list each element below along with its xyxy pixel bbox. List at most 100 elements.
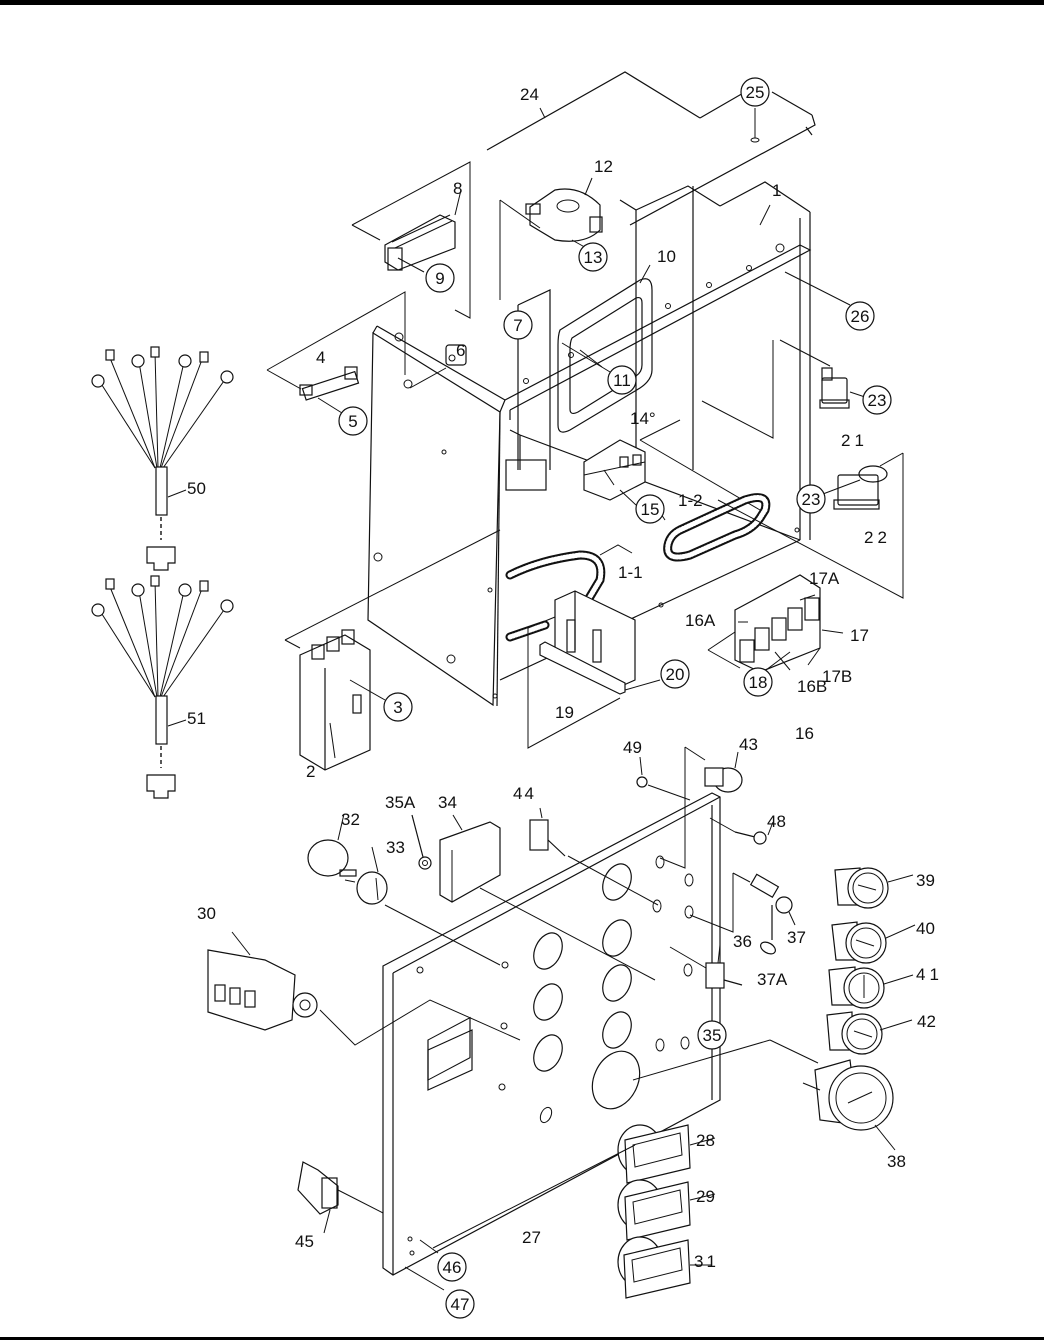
- relay-part-22: [717, 452, 904, 599]
- reactor-coil-part-12: [499, 188, 603, 300]
- callout-46: 46: [437, 1252, 467, 1282]
- wire-harness-part-50: [91, 346, 234, 571]
- lamp-holder-part-43: [659, 746, 743, 869]
- callout-7: 7: [503, 310, 533, 340]
- wire-harness-part-51: [91, 575, 234, 799]
- svg-text:35: 35: [703, 1026, 722, 1045]
- svg-text:23: 23: [868, 391, 887, 410]
- circuit-breaker-part-2: [284, 529, 501, 771]
- pilot-lamp-part-37: [689, 872, 793, 940]
- callout-23-upper: 23: [862, 385, 892, 415]
- meter-part-31: [617, 1236, 712, 1299]
- callout-39: 39: [916, 871, 935, 890]
- callout-27: 27: [522, 1228, 541, 1247]
- callout-47: 47: [445, 1289, 475, 1319]
- nut-part-35A: [418, 856, 432, 870]
- callout-17: 17: [850, 626, 869, 645]
- callout-51: 51: [187, 709, 206, 728]
- gauge-part-38: [632, 1039, 896, 1151]
- gauge-part-39: [834, 867, 914, 909]
- fuse-block-part-16-17: [707, 574, 821, 673]
- callout-37A: 37A: [757, 970, 788, 989]
- callout-labels: 24 25 12 8 1 13 10 9 26 6 7 11 4: [187, 77, 943, 1319]
- callout-31: 31: [694, 1252, 719, 1271]
- callout-6: 6: [456, 341, 465, 360]
- svg-text:20: 20: [666, 665, 685, 684]
- svg-text:47: 47: [451, 1295, 470, 1314]
- callout-45: 45: [295, 1232, 314, 1251]
- gauge-part-41: [828, 966, 914, 1009]
- page-bottom-rule: [0, 1337, 1044, 1340]
- callout-38: 38: [887, 1152, 906, 1171]
- front-panel-part-27: [382, 792, 721, 1276]
- callout-19: 19: [555, 703, 574, 722]
- callout-3: 3: [383, 692, 413, 722]
- callout-15: 15: [635, 494, 665, 524]
- callout-17B: 17B: [822, 667, 852, 686]
- transformer-core-part-19: [527, 590, 661, 749]
- callout-5: 5: [338, 406, 368, 436]
- svg-text:25: 25: [746, 83, 765, 102]
- callout-36: 36: [733, 932, 752, 951]
- svg-text:9: 9: [435, 269, 444, 288]
- relay-part-21: [819, 367, 850, 409]
- toggle-switch-part-36: [669, 946, 743, 989]
- callout-20: 20: [660, 659, 690, 689]
- callout-21: 21: [841, 431, 868, 450]
- leader-lines: [231, 107, 869, 964]
- callout-34: 34: [438, 793, 457, 812]
- callout-16B: 16B: [797, 677, 827, 696]
- svg-text:15: 15: [641, 500, 660, 519]
- callout-41: 41: [916, 965, 943, 984]
- callout-1-1: 1-1: [618, 563, 643, 582]
- svg-text:26: 26: [851, 307, 870, 326]
- callout-25: 25: [740, 77, 770, 107]
- relay-bracket-area: [701, 339, 831, 439]
- callout-2: 2: [306, 762, 315, 781]
- terminal-block-part-8: [351, 161, 471, 319]
- callout-16A: 16A: [685, 611, 716, 630]
- callout-49: 49: [623, 738, 642, 757]
- svg-text:3: 3: [393, 698, 402, 717]
- callout-4: 4: [316, 348, 325, 367]
- callout-16-figure: 16: [795, 724, 814, 743]
- svg-text:11: 11: [613, 371, 631, 390]
- callout-26: 26: [845, 301, 875, 331]
- callout-9: 9: [425, 263, 455, 293]
- callout-13: 13: [578, 242, 608, 272]
- svg-text:23: 23: [802, 490, 821, 509]
- main-frame-part-1: [367, 181, 812, 707]
- callout-29: 29: [696, 1187, 715, 1206]
- svg-text:7: 7: [513, 316, 522, 335]
- callout-1: 1: [772, 181, 781, 200]
- bracket-part-45: [297, 1161, 384, 1234]
- toggle-switch-part-44: [529, 819, 659, 906]
- callout-35A: 35A: [385, 793, 416, 812]
- callout-48: 48: [767, 812, 786, 831]
- callout-22: 22: [864, 528, 891, 547]
- bulb-part-37A: [760, 941, 776, 955]
- callout-10: 10: [657, 247, 676, 266]
- svg-text:5: 5: [348, 412, 357, 431]
- callout-44: 44: [513, 784, 536, 803]
- callout-42: 42: [917, 1012, 936, 1031]
- clip-part-6: [409, 344, 467, 389]
- callout-43: 43: [739, 735, 758, 754]
- clamp-part-4: [266, 291, 406, 414]
- gauge-part-40: [831, 921, 916, 964]
- screws-part-46-47: [404, 1144, 636, 1291]
- page-top-rule: [0, 0, 1044, 5]
- rectifier-part-14: [583, 419, 761, 511]
- svg-text:18: 18: [749, 673, 768, 692]
- callout-8: 8: [453, 179, 462, 198]
- rotary-switch-part-32: [307, 839, 357, 883]
- callout-12: 12: [594, 157, 613, 176]
- counter-part-30: [207, 949, 521, 1046]
- svg-text:46: 46: [443, 1258, 462, 1277]
- callout-17A: 17A: [809, 569, 840, 588]
- module-part-34: [439, 821, 656, 981]
- meter-part-28: [617, 1124, 716, 1184]
- callout-37: 37: [787, 928, 806, 947]
- callout-33: 33: [386, 838, 405, 857]
